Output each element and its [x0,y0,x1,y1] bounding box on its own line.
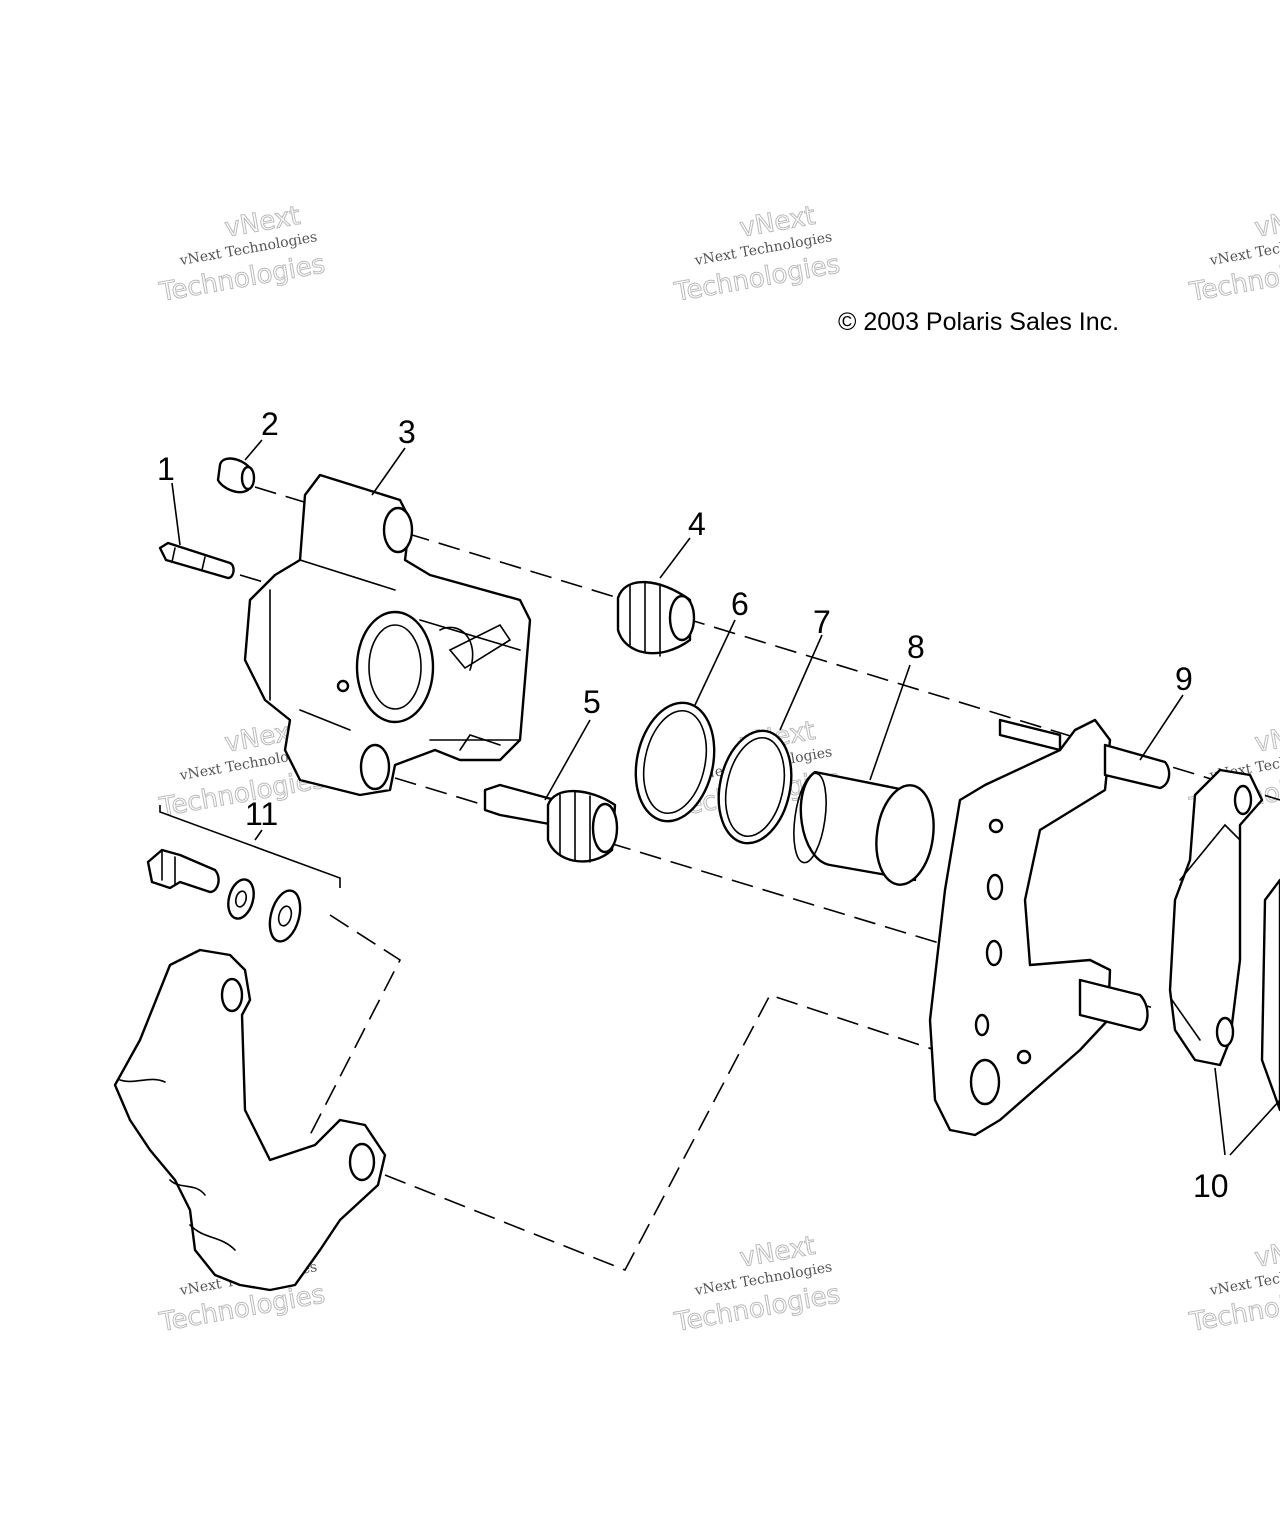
leader-5 [544,719,591,801]
callout-2: 2 [261,406,279,442]
watermark-text: vNext [1252,1231,1280,1274]
callout-7: 7 [813,604,831,640]
part-2-bushing [216,457,256,494]
callout-9: 9 [1175,661,1193,697]
axis-bracket-lower [384,994,936,1272]
part-7-seal [717,729,793,845]
part-3-caliper [243,473,532,797]
part-1-pin [158,541,235,580]
leader-6 [694,619,736,706]
callout-8: 8 [907,629,925,665]
callout-1: 1 [157,451,175,487]
leader-9 [1139,694,1184,761]
callout-11: 11 [245,796,278,832]
leader-10b [1229,1099,1280,1156]
part-9-pad-bracket [928,718,1171,1137]
axis-upper [254,486,1280,801]
copyright-text: © 2003 Polaris Sales Inc. [838,308,1119,336]
watermark-bottom-right: vNext vNext Technologies Technologies [1186,1230,1280,1338]
leader-1 [171,482,181,546]
leader-7 [779,634,823,731]
part-8-piston [793,770,935,886]
watermark-text: vNext [1252,201,1280,244]
watermark-text: vNext [1252,716,1280,759]
callout-10: 10 [1193,1168,1229,1204]
leader-2 [244,439,263,461]
leader-3 [371,447,406,496]
callout-3: 3 [398,414,416,450]
watermark-top-center: vNext vNext Technologies Technologies [671,200,843,308]
callout-4: 4 [688,506,706,542]
callouts: 1 2 3 4 5 6 7 8 9 10 11 [157,406,1229,1204]
mounting-bracket [113,948,387,1292]
leader-11 [254,829,263,841]
watermark-top-left: vNext vNext Technologies Technologies [156,200,328,308]
axis-bracket [309,914,402,1136]
callout-6: 6 [731,586,749,622]
leader-10a [1214,1067,1226,1156]
part-10-brake-pads [1168,768,1280,1112]
leader-4 [659,537,691,579]
leader-8 [869,664,911,781]
watermark-top-right: vNext vNext Technologies Technologies [1186,200,1280,308]
callout-5: 5 [583,684,601,720]
watermark-bottom-center: vNext vNext Technologies Technologies [671,1230,843,1338]
part-11-bolt-washers [146,848,302,943]
leader-lines [159,439,1280,1156]
part-4-boot [616,580,696,657]
part-5-slide-pin [483,783,619,863]
part-6-seal [634,701,716,823]
bracket-11 [159,805,341,888]
